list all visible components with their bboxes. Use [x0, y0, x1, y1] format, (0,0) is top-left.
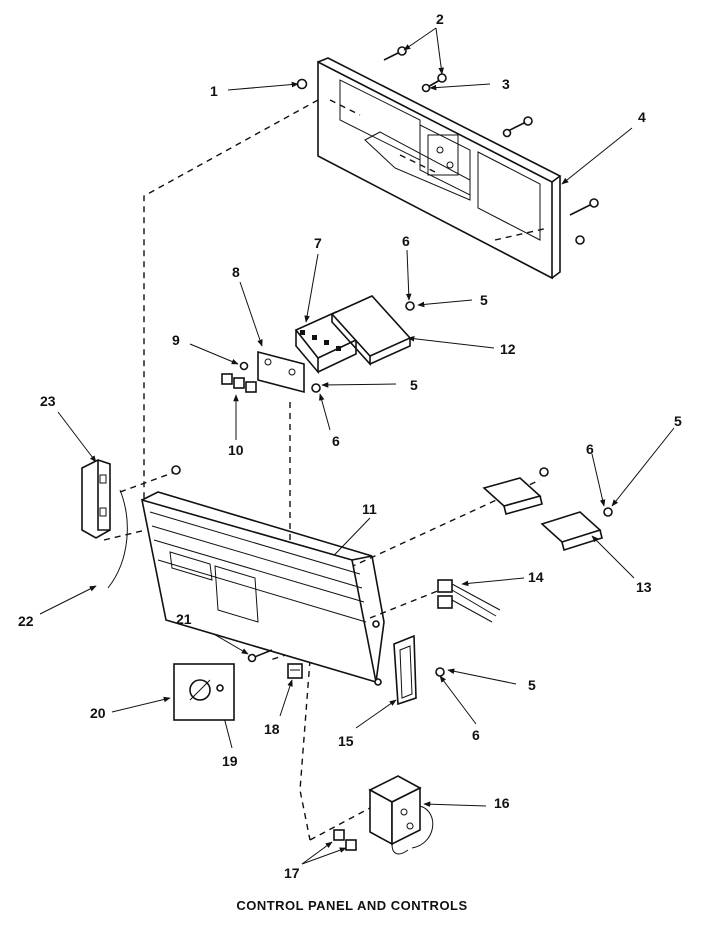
callout-12: 12 [500, 341, 516, 357]
end-bracket-left [81, 459, 181, 589]
back-panel [317, 57, 562, 280]
callout-6c: 6 [586, 441, 594, 457]
callout-2: 2 [436, 11, 444, 27]
wire-connectors [437, 579, 501, 623]
callout-18: 18 [264, 721, 280, 737]
callout-16: 16 [494, 795, 510, 811]
callout-11: 11 [362, 501, 377, 517]
callout-5d: 5 [528, 677, 536, 693]
end-cap-right [393, 634, 445, 706]
control-panel-housing [140, 491, 385, 686]
timer-knob-box [173, 663, 235, 721]
callout-5a: 5 [480, 292, 488, 308]
callout-5b: 5 [410, 377, 418, 393]
callout-23: 23 [40, 393, 56, 409]
diagram-caption: CONTROL PANEL AND CONTROLS [236, 898, 468, 913]
callout-10: 10 [228, 442, 244, 458]
callout-20: 20 [90, 705, 106, 721]
screw-fasteners-top [296, 46, 599, 245]
callout-6d: 6 [472, 727, 480, 743]
callout-14: 14 [528, 569, 544, 585]
push-buttons [221, 373, 257, 393]
callout-7: 7 [314, 235, 322, 251]
clip-brackets [482, 467, 613, 552]
callout-4: 4 [638, 109, 646, 125]
callout-21: 21 [176, 611, 192, 627]
callout-6a: 6 [402, 233, 410, 249]
mounting-bracket [257, 350, 305, 394]
callout-13: 13 [636, 579, 652, 595]
small-connector [287, 663, 303, 679]
timer-motor [368, 775, 434, 855]
callout-6b: 6 [332, 433, 340, 449]
callout-5c: 5 [674, 413, 682, 429]
callout-22: 22 [18, 613, 34, 629]
screw-21 [247, 649, 273, 663]
callout-labels: 1 2 3 4 6 5 7 8 9 12 5 10 6 23 11 5 6 13… [18, 11, 682, 881]
callout-9: 9 [172, 332, 180, 348]
assembly-dashed-lines [103, 99, 541, 841]
callout-15: 15 [338, 733, 354, 749]
callout-3: 3 [502, 76, 510, 92]
callout-8: 8 [232, 264, 240, 280]
callout-1: 1 [210, 83, 218, 99]
screws-mid [239, 301, 415, 393]
leader-lines [39, 27, 675, 865]
callout-19: 19 [222, 753, 238, 769]
callout-17: 17 [284, 865, 300, 881]
knob-pair [333, 829, 357, 851]
switch-cover [330, 295, 412, 367]
